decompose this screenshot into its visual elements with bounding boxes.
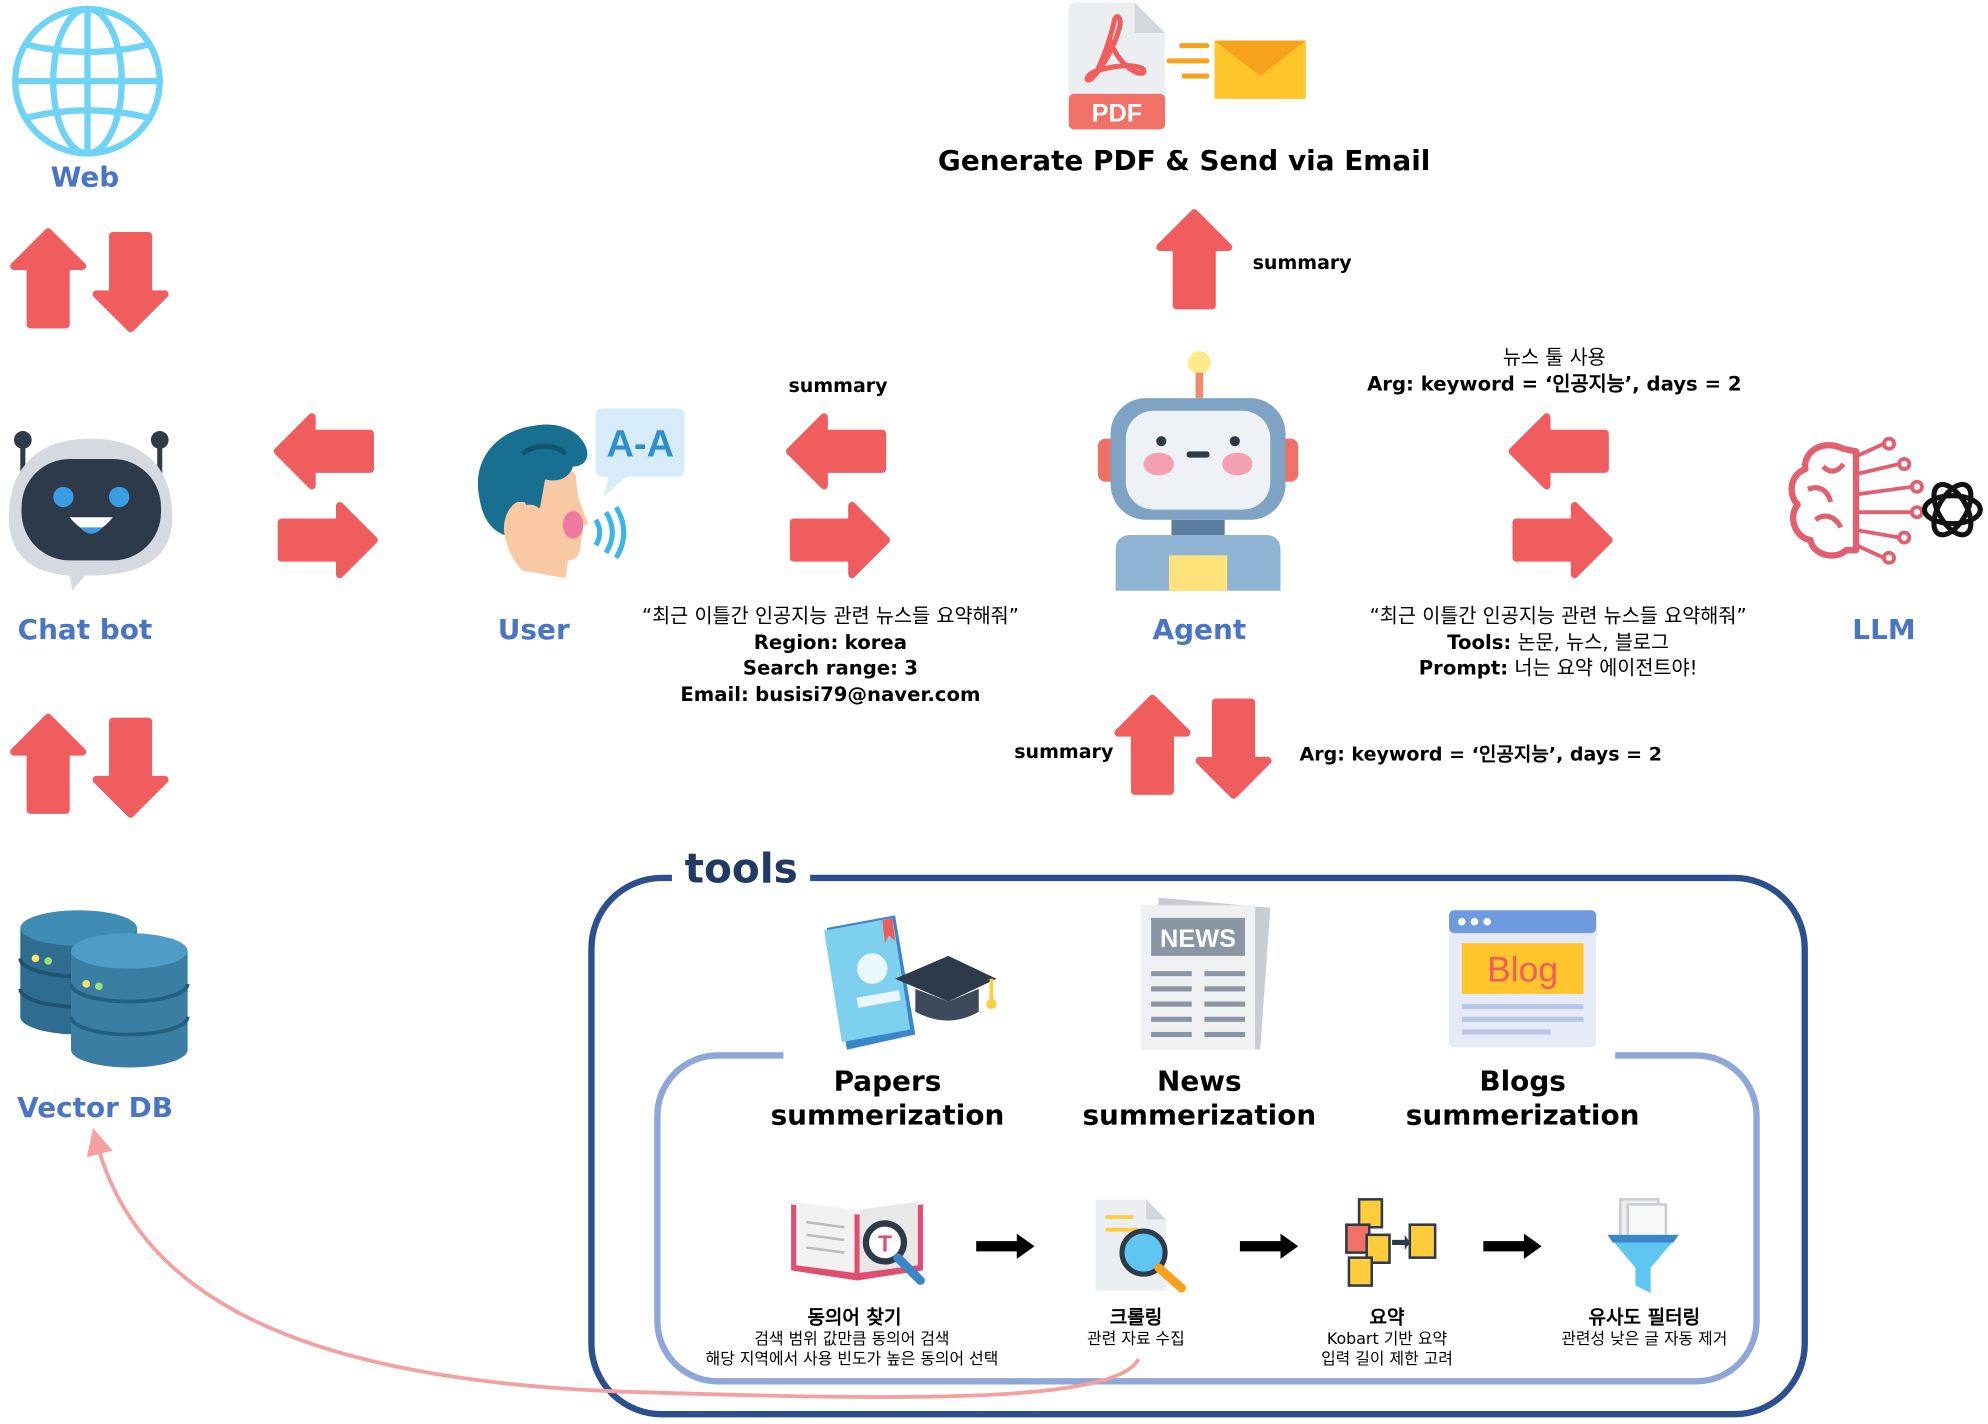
email-value: busisi79@naver.com xyxy=(755,682,981,706)
email-icon xyxy=(1166,40,1306,99)
summarize-docs-icon xyxy=(1345,1198,1437,1287)
step-synonyms-title: 동의어 찾기 xyxy=(807,1305,902,1329)
papers-tool-label: Papers summerization xyxy=(771,1065,1005,1133)
news-tool-line1: News xyxy=(1157,1066,1242,1098)
step-crawling-desc: 관련 자료 수집 xyxy=(1087,1329,1185,1349)
email-key: Email: xyxy=(680,682,749,706)
tools-title: tools xyxy=(671,844,811,893)
brain-circuit-icon xyxy=(1788,436,1924,565)
tools-summary-label: summary xyxy=(1014,740,1114,764)
llm-label: LLM xyxy=(1852,614,1916,647)
step-summary-desc-line1: Kobart 기반 요약 xyxy=(1326,1328,1448,1348)
user-label: User xyxy=(497,614,570,647)
arrow-step1-to-step2 xyxy=(976,1233,1035,1259)
search-range-key: Search range: xyxy=(742,656,898,680)
step1-letter: T xyxy=(878,1230,892,1256)
translate-glyph: A-A xyxy=(606,423,674,465)
news-badge: NEWS xyxy=(1160,925,1236,953)
arrow-step3-to-step4 xyxy=(1483,1233,1542,1259)
search-range-value: 3 xyxy=(904,656,918,680)
blogs-tool-label: Blogs summerization xyxy=(1406,1065,1640,1133)
web-label: Web xyxy=(50,162,120,194)
tools-args-label: Arg: keyword = ‘인공지능’, days = 2 xyxy=(1299,742,1662,766)
step-filter-desc: 관련성 낮은 글 자동 제거 xyxy=(1561,1329,1727,1349)
arrow-step2-to-step3 xyxy=(1239,1233,1299,1259)
agent-label: Agent xyxy=(1152,614,1247,647)
agent-request-block: “최근 이틀간 인공지능 관련 뉴스들 요약해줘” Tools: 논문, 뉴스,… xyxy=(1370,603,1747,681)
tools-value: 논문, 뉴스, 블로그 xyxy=(1517,630,1670,654)
step-summary-title: 요약 xyxy=(1369,1305,1405,1329)
graduation-book-icon xyxy=(824,915,997,1050)
papers-tool-line1: Papers xyxy=(833,1066,942,1098)
region-value: korea xyxy=(844,630,908,654)
step-synonyms-desc-line2: 해당 지역에서 사용 빈도가 높은 동의어 선택 xyxy=(705,1348,999,1368)
filter-funnel-icon xyxy=(1607,1198,1679,1294)
globe-icon xyxy=(12,5,163,157)
pdf-badge: PDF xyxy=(1092,100,1143,128)
openai-logo-icon xyxy=(1921,481,1983,538)
chatbot-label: Chat bot xyxy=(17,614,153,647)
step-crawling-desc-line1: 관련 자료 수집 xyxy=(1087,1328,1185,1348)
step-summary-desc-line2: 입력 길이 제한 고려 xyxy=(1321,1348,1453,1368)
blogs-tool-line2: summerization xyxy=(1405,1100,1640,1133)
user-speaking-icon: A-A xyxy=(477,408,685,579)
pdf-file-icon: PDF xyxy=(1068,2,1166,130)
step-crawling-title: 크롤링 xyxy=(1109,1305,1163,1329)
user-request-block: “최근 이틀간 인공지능 관련 뉴스들 요약해줘” Region: korea … xyxy=(642,603,1019,707)
llm-tool-use-block: 뉴스 툴 사용 Arg: keyword = ‘인공지능’, days = 2 xyxy=(1367,345,1742,398)
tools-panel xyxy=(588,874,1808,1418)
output-summary-label: summary xyxy=(1252,251,1352,274)
document-search-icon xyxy=(1095,1199,1187,1293)
user-request-quote: “최근 이틀간 인공지능 관련 뉴스들 요약해줘” xyxy=(641,604,1019,628)
step-filter-title: 유사도 필터링 xyxy=(1588,1305,1701,1329)
llm-tool-use-title: 뉴스 툴 사용 xyxy=(1502,346,1606,369)
llm-tool-use-args: Arg: keyword = ‘인공지능’, days = 2 xyxy=(1367,372,1742,396)
region-key: Region: xyxy=(753,630,839,654)
step-summary-desc: Kobart 기반 요약 입력 길이 제한 고려 xyxy=(1321,1329,1453,1370)
newspaper-icon: NEWS xyxy=(1141,897,1271,1050)
step-synonyms-desc: 검색 범위 값만큼 동의어 검색 해당 지역에서 사용 빈도가 높은 동의어 선… xyxy=(706,1329,999,1370)
agent-robot-icon xyxy=(1097,351,1299,591)
step-synonyms-desc-line1: 검색 범위 값만큼 동의어 검색 xyxy=(754,1328,950,1348)
output-title: Generate PDF & Send via Email xyxy=(937,145,1431,178)
papers-tool-line2: summerization xyxy=(770,1100,1005,1133)
prompt-key: Prompt: xyxy=(1418,656,1509,680)
chatbot-icon xyxy=(8,431,173,591)
vectordb-label: Vector DB xyxy=(17,1092,174,1125)
database-icon xyxy=(18,910,190,1068)
news-tool-label: News summerization xyxy=(1082,1065,1316,1133)
user-summary-label: summary xyxy=(788,374,888,397)
blog-window-icon: Blog xyxy=(1449,910,1597,1048)
prompt-value: 너는 요약 에이전트야! xyxy=(1514,656,1698,680)
agent-request-quote: “최근 이틀간 인공지능 관련 뉴스들 요약해줘” xyxy=(1369,604,1747,628)
tools-key: Tools: xyxy=(1447,630,1512,654)
book-search-icon: T xyxy=(791,1201,925,1285)
blogs-tool-line1: Blogs xyxy=(1479,1066,1566,1098)
news-tool-line2: summerization xyxy=(1082,1100,1317,1133)
blog-badge: Blog xyxy=(1487,949,1558,989)
step-filter-desc-line1: 관련성 낮은 글 자동 제거 xyxy=(1561,1328,1728,1348)
